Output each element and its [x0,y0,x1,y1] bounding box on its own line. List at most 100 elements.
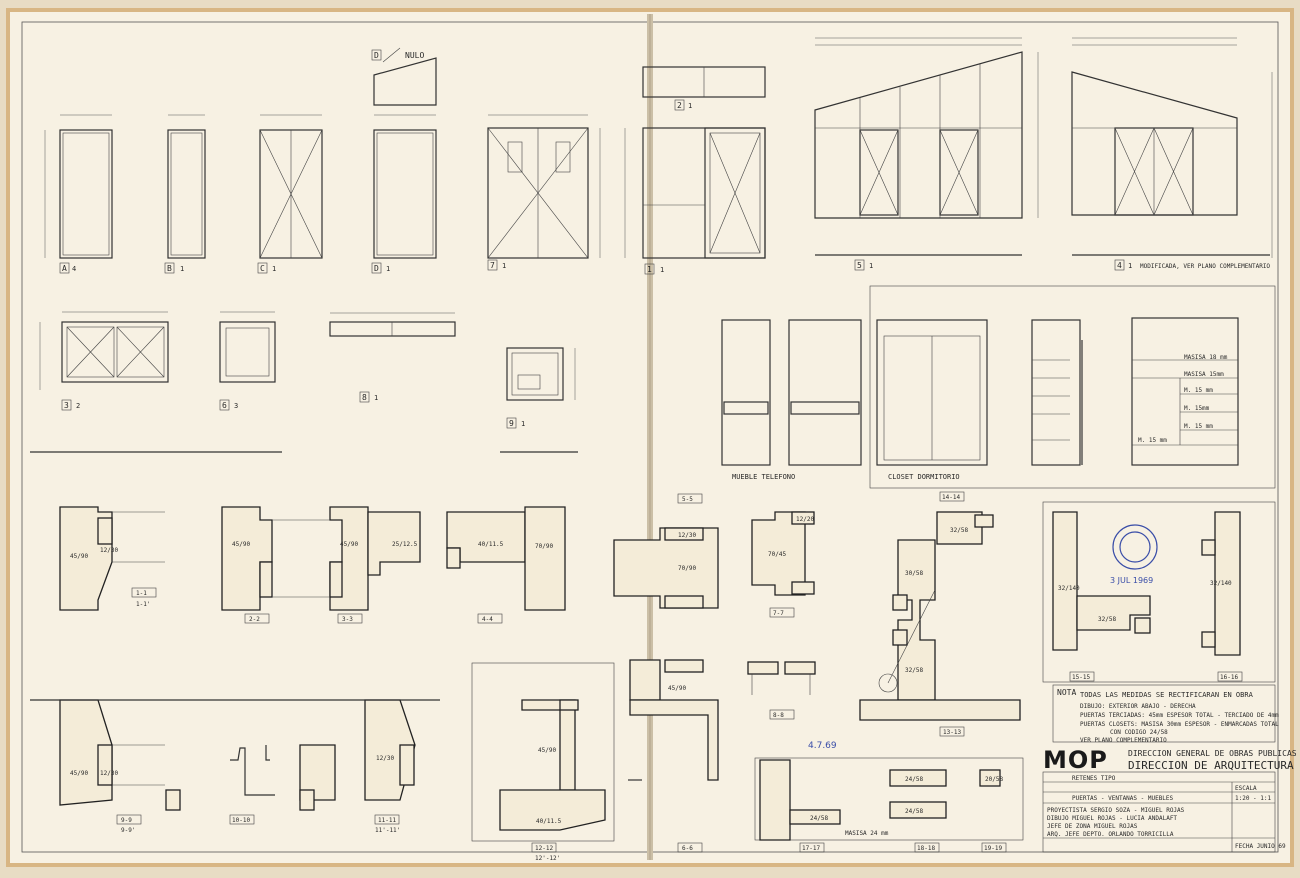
section-1-1: 45/90 12/30 1-1 1-1' [59,506,165,611]
svg-text:9: 9 [509,419,514,428]
svg-text:M. 15 mm: M. 15 mm [1184,423,1213,430]
tb-obra: RETENES TIPO [1072,775,1116,782]
approval-stamp: 3 JUL 1969 [1110,524,1158,585]
notes-heading: NOTA [1057,688,1076,697]
svg-text:8: 8 [362,393,367,402]
tb-fecha: FECHA JUNIO 69 [1235,843,1286,850]
svg-text:3-3: 3-3 [342,616,353,623]
svg-text:32/58: 32/58 [905,667,923,674]
svg-text:24/58: 24/58 [905,776,923,783]
svg-text:M. 15 mm: M. 15 mm [1138,437,1167,444]
svg-text:12/30: 12/30 [100,770,118,777]
elevation-2: 2 1 [642,66,766,111]
svg-text:DIBUJO: EXTERIOR ABAJO - DEREC: DIBUJO: EXTERIOR ABAJO - DERECHA [1080,703,1196,710]
svg-text:45/90: 45/90 [340,541,358,548]
svg-text:4: 4 [1117,261,1122,270]
svg-text:10-10: 10-10 [232,817,250,824]
svg-text:ARQ. JEFE DEPTO. ORLANDO TORRI: ARQ. JEFE DEPTO. ORLANDO TORRICILLA [1047,831,1174,838]
svg-text:11-11: 11-11 [378,817,396,824]
section-10-10: 10-10 [229,745,275,825]
svg-text:6: 6 [222,401,227,410]
svg-text:1: 1 [660,266,664,274]
svg-text:16-16: 16-16 [1220,674,1238,681]
elevation-a: A 4 [44,114,113,274]
elevation-c: C 1 [257,114,323,274]
svg-text:M. 15mm: M. 15mm [1184,405,1210,412]
closet-shelves: MASISA 18 mm MASISA 15mm M. 15 mm M. 15m… [1131,317,1239,466]
svg-text:DIBUJO MIGUEL ROJAS - LUCIA AN: DIBUJO MIGUEL ROJAS - LUCIA ANDALAFT [1047,815,1177,822]
svg-text:12/30: 12/30 [376,755,394,762]
svg-text:2: 2 [76,402,80,410]
svg-text:1: 1 [272,265,276,273]
svg-text:25/12.5: 25/12.5 [392,541,418,548]
svg-text:6-6: 6-6 [682,845,693,852]
elevation-6: 6 3 [219,311,276,411]
svg-text:1: 1 [374,394,378,402]
section-2-2-3-3: 45/90 45/90 25/12.5 2-2 3-3 [221,506,421,624]
section-13-13: 32/58 30/58 32/58 13-13 [859,511,1021,737]
svg-text:32/58: 32/58 [950,527,968,534]
elev-a-scale: 4 [72,265,76,273]
svg-text:CON CODIGO 24/58: CON CODIGO 24/58 [1110,729,1168,736]
section-12-12: 45/90 40/11.5 12-12 12'-12' [471,662,615,862]
svg-text:1: 1 [386,265,390,273]
elevation-8: 8 1 [329,312,456,403]
svg-text:18-18: 18-18 [917,845,935,852]
svg-text:40/11.5: 40/11.5 [478,541,504,548]
svg-text:24/58: 24/58 [810,815,828,822]
svg-text:45/90: 45/90 [232,541,250,548]
svg-text:30/58: 30/58 [905,570,923,577]
svg-text:M. 15 mm: M. 15 mm [1184,387,1213,394]
svg-text:2: 2 [677,101,682,110]
svg-text:VER PLANO COMPLEMENTARIO: VER PLANO COMPLEMENTARIO [1080,737,1167,744]
svg-text:D: D [374,264,379,273]
svg-text:12'-12': 12'-12' [535,855,560,862]
svg-text:5: 5 [857,261,862,270]
svg-text:PUERTAS CLOSETS: MASISA 30mm E: PUERTAS CLOSETS: MASISA 30mm ESPESOR - E… [1080,721,1279,728]
svg-text:TODAS LAS MEDIDAS SE RECTIFICA: TODAS LAS MEDIDAS SE RECTIFICARAN EN OBR… [1080,691,1254,699]
agency-1: DIRECCION GENERAL DE OBRAS PUBLICAS [1128,749,1297,758]
svg-text:1: 1 [1128,262,1132,270]
svg-text:A: A [62,264,67,273]
svg-text:45/90: 45/90 [538,747,556,754]
elev4-note: MODIFICADA, VER PLANO COMPLEMENTARIO [1140,263,1270,270]
section-15-16: 32/140 32/140 32/58 15-15 16-16 [1042,501,1276,683]
svg-text:MASISA 15mm: MASISA 15mm [1184,371,1224,378]
svg-text:1: 1 [647,265,652,274]
svg-text:11'-11': 11'-11' [375,827,400,834]
section-17-19: 24/58 24/58 24/58 20/58 MASISA 24 mm 4.7… [754,741,1024,853]
svg-text:70/90: 70/90 [535,543,553,550]
nulo-label: NULO [405,51,424,60]
svg-text:45/90: 45/90 [668,685,686,692]
svg-text:9-9': 9-9' [121,827,135,834]
section-7-7: 70/45 12/20 7-7 [751,511,815,618]
handwritten-note: 4.7.69 [808,741,837,751]
mueble-telefono: MUEBLE TELEFONO [721,319,862,481]
mueble-label: MUEBLE TELEFONO [732,473,795,481]
svg-text:3: 3 [234,402,238,410]
closet-dormitorio: CLOSET DORMITORIO [876,319,988,481]
svg-text:40/11.5: 40/11.5 [536,818,562,825]
closet-side [1031,319,1083,466]
svg-text:3: 3 [64,401,69,410]
svg-text:19-19: 19-19 [984,845,1002,852]
svg-text:1: 1 [521,420,525,428]
svg-text:B: B [167,264,172,273]
svg-text:12/30: 12/30 [678,532,696,539]
svg-text:MASISA 24 mm: MASISA 24 mm [845,830,889,837]
svg-text:8-8: 8-8 [773,712,784,719]
svg-text:PROYECTISTA SERGIO SOZA - MIGU: PROYECTISTA SERGIO SOZA - MIGUEL ROJAS [1047,807,1185,814]
svg-text:ESCALA: ESCALA [1235,785,1257,792]
svg-text:12/30: 12/30 [100,547,118,554]
closet-label: CLOSET DORMITORIO [888,473,960,481]
svg-text:17-17: 17-17 [802,845,820,852]
title-block: MOP DIRECCION GENERAL DE OBRAS PUBLICAS … [1042,746,1297,853]
svg-text:45/90: 45/90 [70,770,88,777]
section-8-8: 8-8 [747,661,816,720]
elevation-d: D NULO D 1 [371,47,437,274]
svg-text:1-1: 1-1 [136,590,147,597]
svg-text:7-7: 7-7 [773,610,784,617]
svg-text:14-14: 14-14 [942,494,960,501]
